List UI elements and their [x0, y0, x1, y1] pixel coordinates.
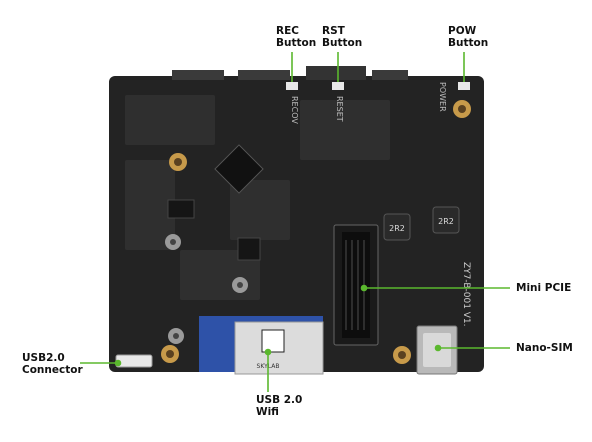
hdmi-connector — [172, 70, 224, 80]
rst-button — [332, 82, 344, 90]
rec-button — [286, 82, 298, 90]
inductor-2 — [432, 206, 460, 234]
silk-recov: RECOV — [290, 96, 299, 124]
flash-chip — [167, 199, 195, 219]
silk-reset: RESET — [335, 96, 344, 122]
nano-sim-label: Nano-SIM — [516, 342, 573, 354]
pow-button — [458, 82, 470, 90]
rst-button-label: RST Button — [322, 25, 363, 49]
rec-button-label: REC Button — [276, 25, 317, 49]
usb2-connector — [115, 354, 153, 368]
inductor-1 — [383, 213, 411, 241]
dc-connector — [372, 70, 408, 80]
main-soc-chip — [214, 144, 264, 194]
usb-connector-label: USB2.0 Connector — [22, 352, 83, 376]
inductor-1-label: 2R2 — [389, 224, 405, 233]
ethernet-connector — [306, 66, 366, 80]
usb-wifi-label: USB 2.0 Wifi — [256, 394, 303, 418]
usb-connector-top — [238, 70, 290, 80]
component-pattern — [125, 95, 390, 300]
silk-model: ZY7-B-001 V1. — [461, 262, 471, 327]
mini-pcie-label: Mini PCIE — [516, 282, 572, 294]
silk-power: POWER — [438, 82, 447, 112]
memory-chip — [237, 237, 261, 261]
leader-lines — [80, 52, 510, 392]
wifi-qr-code — [261, 329, 285, 353]
mount-holes — [161, 100, 471, 364]
pow-button-label: POW Button — [448, 25, 489, 49]
inductor-2-label: 2R2 — [438, 217, 454, 226]
